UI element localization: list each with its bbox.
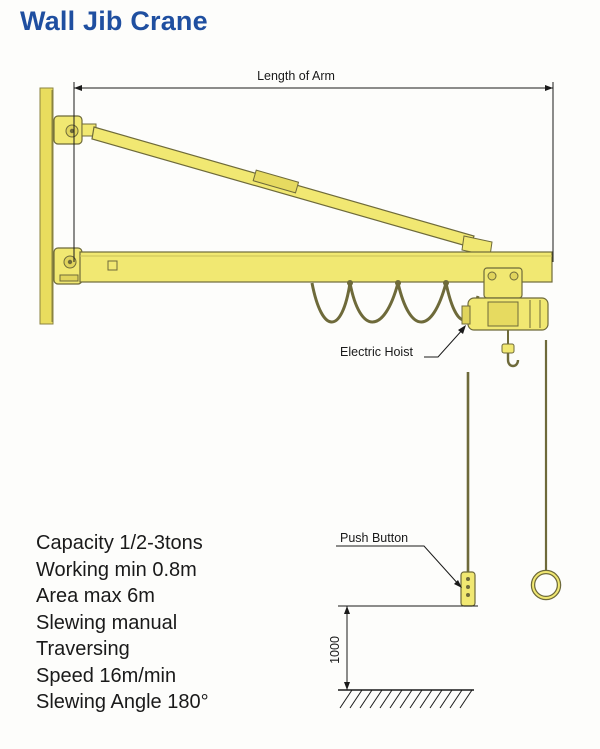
load-chain (530, 340, 562, 601)
height-dimension (338, 605, 478, 690)
spec-capacity: Capacity 1/2-3tons (36, 532, 203, 554)
wall (39, 87, 54, 325)
spec-speed: Speed 16m/min (36, 664, 177, 687)
spec-slewing: Slewing manual (36, 611, 178, 634)
tie-rod (91, 126, 493, 257)
lower-wall-bracket (53, 247, 83, 285)
jib-arm (79, 251, 553, 283)
height-dimension-label: 1000 (328, 636, 342, 664)
push-button-label: Push Button (340, 531, 408, 545)
festoon-cable (310, 280, 480, 324)
spec-traversing: Traversing (36, 638, 130, 660)
spec-list: Capacity 1/2-3tons Working min 0.8m Area… (36, 530, 209, 716)
spec-area-max: Area max 6m (36, 585, 155, 607)
floor (338, 689, 474, 709)
length-of-arm-label: Length of Arm (257, 69, 335, 83)
spec-working-min: Working min 0.8m (36, 558, 197, 581)
electric-hoist-label: Electric Hoist (340, 345, 413, 359)
electric-hoist-leader (424, 325, 466, 358)
push-button-pendant (460, 571, 476, 607)
length-of-arm-dimension (73, 82, 554, 262)
electric-hoist (461, 267, 549, 331)
hoist-hook (501, 330, 520, 368)
upper-wall-bracket (53, 115, 97, 145)
page-title: Wall Jib Crane (20, 6, 208, 36)
spec-slewing-angle: Slewing Angle 180° (36, 691, 209, 713)
push-button-leader (336, 545, 462, 588)
